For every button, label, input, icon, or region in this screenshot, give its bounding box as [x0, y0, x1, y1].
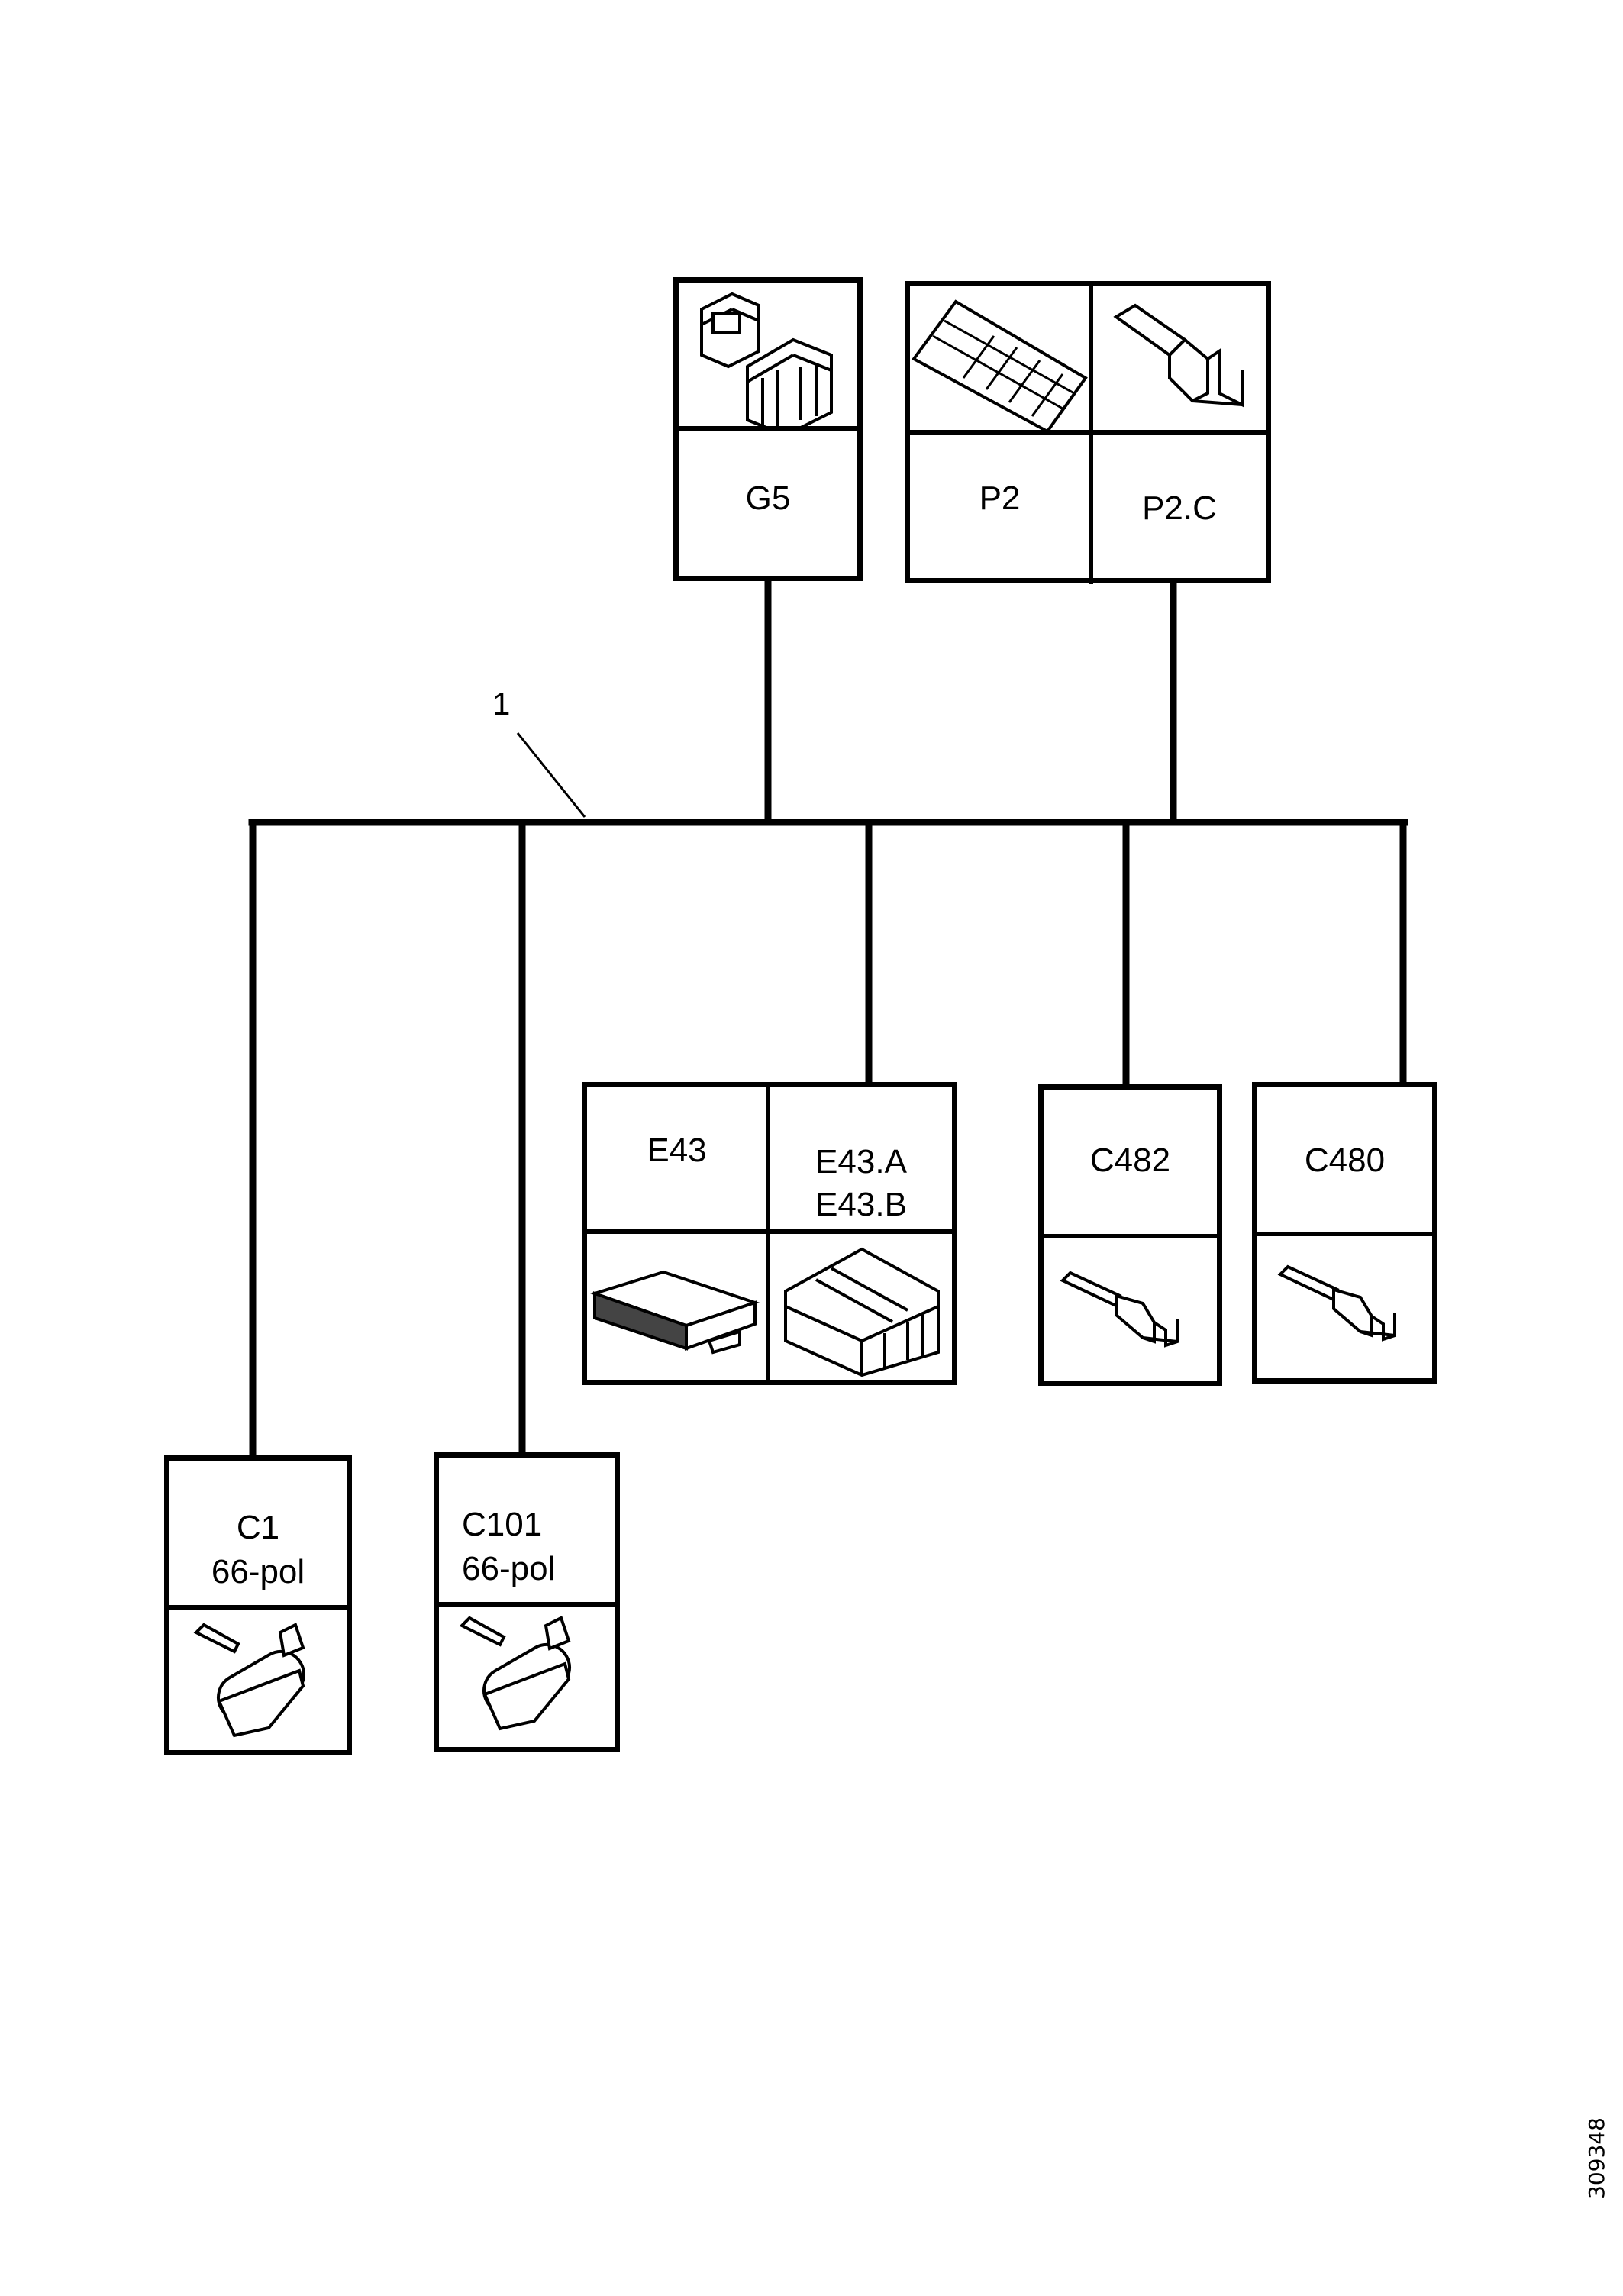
component-label-line-1: C101 [462, 1506, 543, 1543]
component-label: C480 [1304, 1142, 1386, 1179]
component-c480[interactable]: C480 [1252, 1082, 1437, 1384]
p2-label-cell: P2 [910, 435, 1093, 584]
component-label-line-2: 66-pol [462, 1550, 556, 1587]
multi-connector-housing-icon [700, 292, 833, 438]
component-label: C482 [1089, 1142, 1171, 1179]
connector-housing-icon [784, 1247, 940, 1377]
component-p2-group[interactable]: P2 P2.C [905, 281, 1271, 584]
c101-label-cell: C101 66-pol [439, 1458, 615, 1607]
g5-label-cell: G5 [679, 431, 857, 581]
component-c1[interactable]: C1 66-pol [164, 1455, 352, 1755]
crimp-terminal-icon [1277, 1264, 1396, 1342]
p2c-label-cell: P2.C [1093, 435, 1266, 584]
control-unit-icon [589, 1270, 760, 1355]
e43-label-cell: E43 [587, 1087, 770, 1234]
c482-label-cell: C482 [1044, 1090, 1217, 1238]
component-c482[interactable]: C482 [1038, 1084, 1222, 1386]
crimp-terminal-icon [1060, 1271, 1179, 1348]
c480-image-cell [1257, 1236, 1432, 1381]
component-label: E43 [647, 1132, 707, 1169]
component-label-line-2: 66-pol [211, 1553, 305, 1590]
document-number: 309348 [1584, 2117, 1609, 2199]
component-label: P2 [979, 480, 1021, 517]
component-e43-group[interactable]: E43 E43.A E43.B [582, 1082, 957, 1385]
component-c101[interactable]: C101 66-pol [434, 1452, 620, 1752]
callout-label: 1 [492, 686, 511, 722]
c480-label-cell: C480 [1257, 1087, 1432, 1236]
component-g5[interactable]: G5 [673, 277, 863, 581]
round-connector-66-pin-icon [459, 1616, 571, 1731]
e43-image-cell [587, 1234, 770, 1381]
c482-image-cell [1044, 1238, 1217, 1384]
round-connector-66-pin-icon [193, 1623, 305, 1738]
p2c-image-cell [1093, 286, 1266, 435]
c1-image-cell [169, 1610, 347, 1751]
callout-leader-line [516, 732, 586, 818]
component-label: P2.C [1142, 489, 1217, 527]
multi-pin-connector-block-icon [912, 299, 1088, 434]
e43ab-label-cell: E43.A E43.B [770, 1087, 952, 1234]
p2-image-cell [910, 286, 1093, 435]
e43ab-image-cell [770, 1234, 952, 1381]
crimp-terminal-icon [1113, 303, 1244, 408]
c1-label-cell: C1 66-pol [169, 1461, 347, 1610]
g5-image-cell [679, 283, 857, 438]
component-label: G5 [745, 480, 791, 517]
component-label-line-1: E43.A [815, 1143, 907, 1180]
component-label-line-1: C1 [236, 1509, 280, 1546]
component-label-line-2: E43.B [815, 1186, 907, 1223]
c101-image-cell [439, 1607, 615, 1748]
